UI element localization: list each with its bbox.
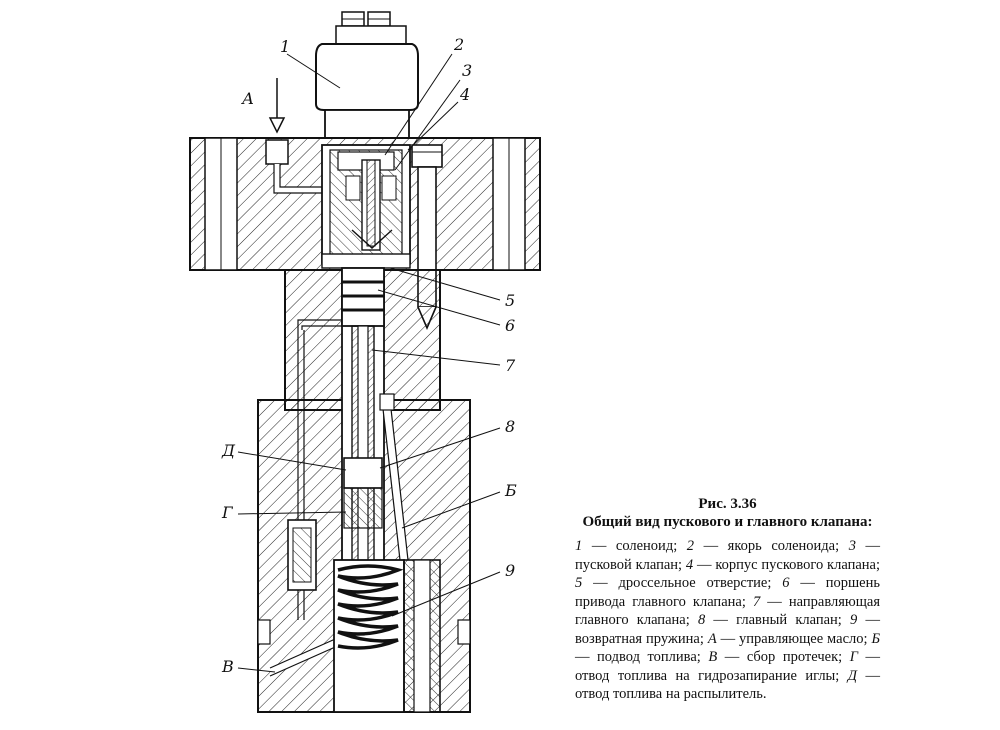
control-oil-arrow bbox=[268, 78, 286, 134]
valve-body-block bbox=[189, 137, 541, 271]
legend-text: — направляющая главного клапана; bbox=[575, 593, 880, 629]
legend-text: — отвод топлива на гидрозапирание иглы; bbox=[575, 649, 881, 684]
legend-text: — поршень привода главного клапана; bbox=[575, 575, 880, 610]
label-7: 7 bbox=[505, 356, 516, 375]
label-9: 9 bbox=[505, 561, 515, 580]
legend-item: 5 — дроссельное отверстие; bbox=[575, 575, 782, 591]
label-V: В bbox=[221, 657, 234, 676]
legend-key: 1 bbox=[575, 538, 583, 554]
legend-text: — корпус пускового клапана; bbox=[693, 556, 880, 573]
legend-key: В bbox=[708, 649, 718, 665]
legend-key: 6 bbox=[782, 575, 790, 591]
legend-item: 4 — корпус пускового клапана; bbox=[686, 557, 880, 573]
label-8: 8 bbox=[505, 417, 515, 436]
legend-text: — пусковой клапан; bbox=[575, 538, 881, 573]
legend-key: 2 bbox=[686, 538, 695, 554]
label-1: 1 bbox=[280, 37, 290, 56]
legend-item: В — сбор протечек; bbox=[708, 649, 849, 665]
legend-text: — якорь соленоида; bbox=[694, 538, 849, 554]
label-B: Б bbox=[504, 481, 517, 500]
figure-caption: Рис. 3.36 Общий вид пускового и главного… bbox=[575, 495, 880, 704]
legend-key: Д bbox=[847, 667, 858, 684]
legend-item: А — управляющее масло; bbox=[708, 631, 872, 647]
legend-text: — главный клапан; bbox=[705, 612, 851, 628]
legend-key: 3 bbox=[848, 538, 856, 554]
legend-item: 1 — соленоид; bbox=[575, 538, 687, 554]
caption-title: Рис. 3.36 bbox=[698, 496, 757, 512]
label-G: Г bbox=[221, 503, 234, 522]
caption-subtitle: Общий вид пускового и главного клапана: bbox=[582, 514, 873, 530]
return-spring bbox=[337, 564, 404, 650]
starting-valve-housing bbox=[321, 144, 411, 269]
label-6: 6 bbox=[505, 316, 515, 335]
legend-item: Г — отвод топлива на гидрозапирание иглы… bbox=[575, 649, 880, 684]
label-2: 2 bbox=[453, 35, 464, 54]
leader-lines bbox=[237, 53, 501, 673]
legend-key: А bbox=[707, 630, 717, 647]
callout-labels: 1 2 3 4 5 6 7 8 Б 9 А Д Г В bbox=[221, 35, 517, 676]
legend-text: — дроссельное отверстие; bbox=[582, 575, 783, 591]
solenoid bbox=[315, 11, 419, 139]
legend-item: Д — отвод топлива на распылитель. bbox=[575, 668, 880, 703]
label-A: А bbox=[241, 89, 254, 108]
legend-item: 9 — возвратная пружина; bbox=[575, 612, 880, 647]
legend-key: Г bbox=[849, 649, 858, 665]
legend-key: 7 bbox=[752, 593, 761, 610]
legend-item: 7 — направляющая главного клапана; bbox=[575, 594, 880, 629]
legend-item: 6 — поршень привода главного клапана; bbox=[575, 575, 880, 610]
legend-item: 3 — пусковой клапан; bbox=[575, 538, 880, 573]
lower-body bbox=[257, 267, 471, 713]
label-3: 3 bbox=[462, 61, 472, 80]
label-5: 5 bbox=[505, 291, 515, 310]
caption-legend: 1 — соленоид; 2 — якорь соленоида; 3 — п… bbox=[575, 537, 880, 704]
legend-item: 2 — якорь соленоида; bbox=[687, 538, 849, 554]
legend-text: — подвод топлива; bbox=[575, 649, 709, 665]
legend-key: Б bbox=[871, 630, 880, 647]
legend-key: 9 bbox=[850, 612, 858, 628]
legend-item: 8 — главный клапан; bbox=[698, 612, 850, 628]
legend-key: 5 bbox=[575, 575, 583, 591]
legend-key: 8 bbox=[697, 612, 706, 628]
legend-text: — сбор протечек; bbox=[717, 649, 850, 665]
legend-text: — отвод топлива на распылитель. bbox=[575, 667, 880, 703]
legend-text: — управляющее масло; bbox=[716, 630, 872, 647]
legend-text: — соленоид; bbox=[582, 538, 687, 554]
label-4: 4 bbox=[459, 85, 470, 104]
label-D: Д bbox=[221, 441, 236, 460]
legend-item: Б — подвод топлива; bbox=[575, 631, 880, 666]
legend-text: — возвратная пружина; bbox=[575, 612, 881, 647]
legend-key: 4 bbox=[685, 556, 694, 573]
